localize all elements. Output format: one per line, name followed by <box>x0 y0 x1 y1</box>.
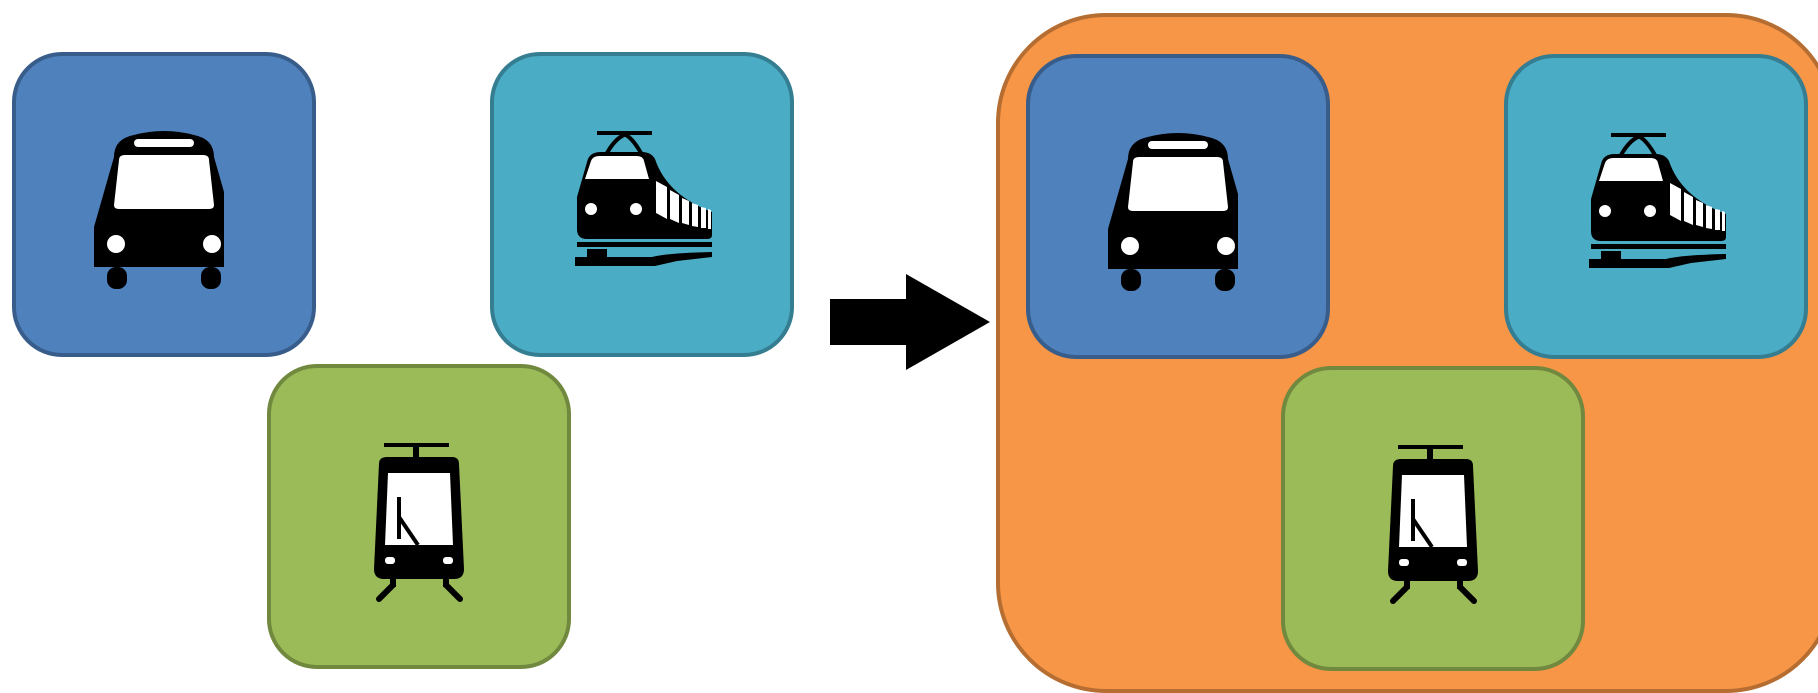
tram-tile <box>267 364 571 669</box>
bus-tile <box>12 52 316 357</box>
bus-tile-grouped <box>1026 54 1330 359</box>
train-icon <box>567 117 717 292</box>
train-icon <box>1581 119 1731 294</box>
tram-icon <box>344 429 494 604</box>
train-tile-grouped <box>1504 54 1808 359</box>
tram-tile-grouped <box>1281 366 1585 671</box>
tram-icon <box>1358 431 1508 606</box>
right-arrow-icon <box>830 274 990 370</box>
bus-icon <box>89 117 239 292</box>
train-tile <box>490 52 794 357</box>
bus-icon <box>1103 119 1253 294</box>
